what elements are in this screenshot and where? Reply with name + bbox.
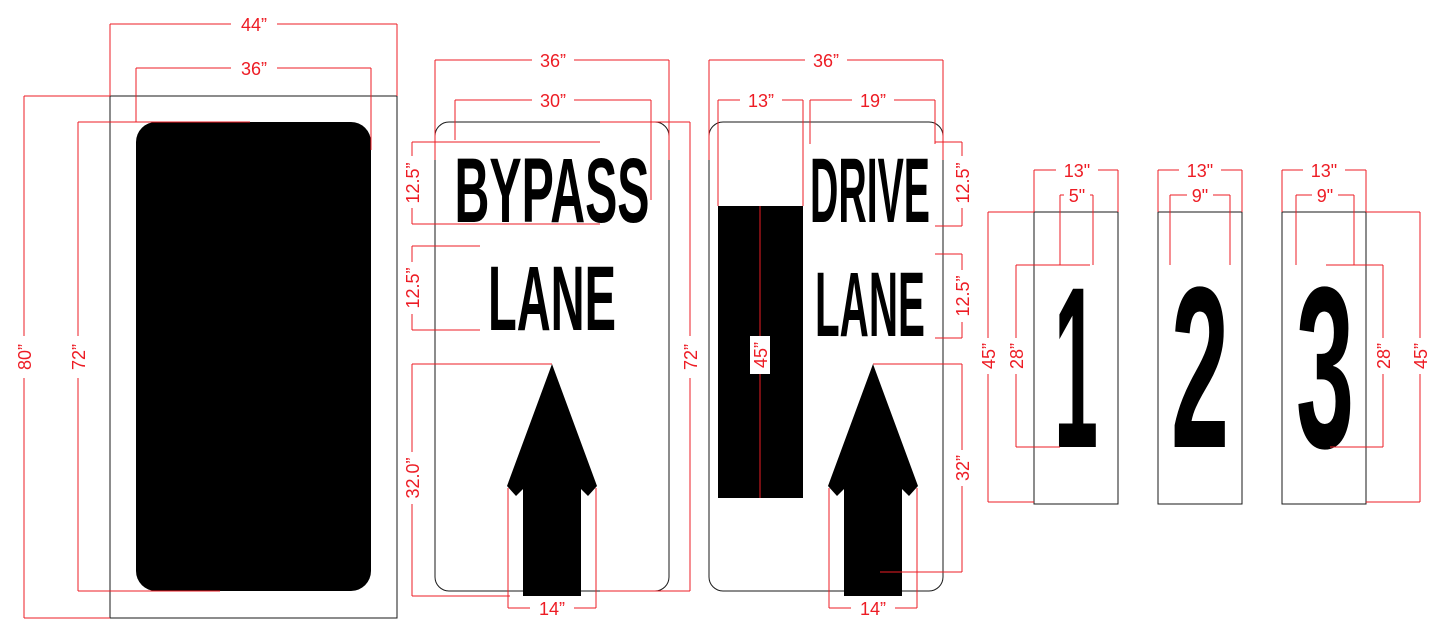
drive-lane-word: LANE bbox=[815, 254, 925, 356]
number-3-width-label: 13" bbox=[1311, 161, 1337, 181]
drive-panel-outline bbox=[708, 121, 944, 592]
bypass-lane-height-label: 12.5” bbox=[403, 267, 423, 308]
drive-arrow bbox=[828, 364, 918, 596]
number-1-dimension-lines bbox=[987, 169, 1119, 503]
solid-dimension-labels: 44” 36” 80” 72” bbox=[14, 14, 277, 378]
drive-arrow-width-label: 14” bbox=[860, 599, 886, 619]
bypass-arrow-width-label: 14” bbox=[539, 599, 565, 619]
drive-bar-width-label: 13” bbox=[748, 91, 774, 111]
solid-outer-width-label: 44” bbox=[241, 15, 267, 35]
bypass-arrow bbox=[507, 364, 597, 596]
number-3-height-label: 45” bbox=[1411, 343, 1431, 369]
number-2-dimension-labels: 13" 9" bbox=[1179, 160, 1221, 206]
drive-bar-height-label: 45” bbox=[751, 342, 771, 368]
drive-lane-stencil-panel: DRIVE LANE bbox=[708, 121, 944, 596]
drive-width-label: 36” bbox=[813, 51, 839, 71]
number-1-height-label: 45” bbox=[979, 343, 999, 369]
number-3-glyph-height-label: 28” bbox=[1374, 343, 1394, 369]
number-2-glyph-width-label: 9" bbox=[1192, 186, 1208, 206]
number-3-stencil-panel: 3 bbox=[1281, 211, 1367, 505]
solid-inner-height-label: 72” bbox=[69, 344, 89, 370]
drive-arrow-height-label: 32” bbox=[953, 455, 973, 481]
solid-outer-height-label: 80” bbox=[15, 344, 35, 370]
number-3-glyph: 3 bbox=[1296, 239, 1354, 496]
number-1-glyph-width-label: 5" bbox=[1069, 186, 1085, 206]
number-2-width-label: 13" bbox=[1187, 161, 1213, 181]
number-1-glyph: 1 bbox=[1054, 239, 1098, 496]
bypass-width-label: 36” bbox=[540, 51, 566, 71]
drive-word: DRIVE bbox=[810, 140, 930, 242]
solid-panel-outline bbox=[109, 95, 398, 619]
number-1-stencil-panel: 1 bbox=[1033, 211, 1119, 505]
number-3-outline bbox=[1281, 211, 1367, 505]
number-3-glyph-width-label: 9" bbox=[1317, 186, 1333, 206]
solid-fill-block bbox=[136, 122, 371, 591]
bypass-word-height-label: 12.5” bbox=[403, 162, 423, 203]
number-1-outline bbox=[1033, 211, 1119, 505]
number-1-dimension-labels: 13" 5" 45” 28” bbox=[978, 160, 1098, 374]
solid-stencil-panel bbox=[109, 95, 398, 619]
bypass-text-width-label: 30” bbox=[540, 91, 566, 111]
bypass-lane-stencil-panel: BYPASS LANE bbox=[434, 121, 670, 596]
bypass-arrow-height-label: 32.0” bbox=[403, 457, 423, 498]
number-2-stencil-panel: 2 bbox=[1157, 211, 1243, 505]
bypass-dimension-labels: 36” 30” 12.5” 12.5” 32.0” 72” 14” bbox=[402, 50, 701, 619]
number-3-dimension-labels: 13" 9" 28” 45” bbox=[1303, 160, 1431, 374]
solid-inner-width-label: 36” bbox=[241, 59, 267, 79]
number-2-glyph: 2 bbox=[1171, 239, 1229, 496]
bypass-lane-word: LANE bbox=[488, 248, 616, 350]
drive-word-height-label: 12.5” bbox=[953, 162, 973, 203]
drive-lane-height-label: 12.5” bbox=[953, 275, 973, 316]
drive-dimension-labels: 36” 13” 19” 45” 12.5” 12.5” 32” 14” bbox=[740, 50, 973, 619]
number-2-outline bbox=[1157, 211, 1243, 505]
number-1-width-label: 13" bbox=[1064, 161, 1090, 181]
bypass-height-label: 72” bbox=[681, 344, 701, 370]
number-1-glyph-height-label: 28” bbox=[1007, 343, 1027, 369]
bypass-word: BYPASS bbox=[455, 140, 650, 242]
bypass-dimension-lines bbox=[411, 59, 691, 609]
drive-text-width-label: 19” bbox=[860, 91, 886, 111]
